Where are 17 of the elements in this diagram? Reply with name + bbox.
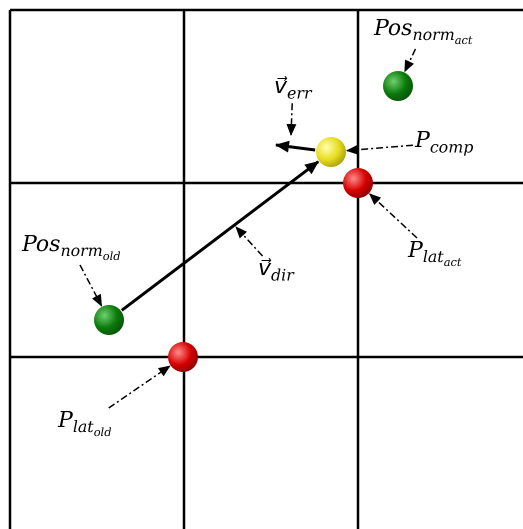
math-label: v⃗$_{dir}$ (258, 258, 294, 284)
leader-line (108, 365, 171, 409)
leader-line (404, 48, 416, 72)
leader-line (368, 193, 418, 239)
math-label: v⃗$_{err}$ (274, 76, 312, 102)
ball-marker (343, 168, 373, 198)
ball-marker (316, 137, 346, 167)
leader-line (346, 144, 414, 155)
leader-line (286, 103, 296, 136)
ball-marker (94, 305, 124, 335)
leader-line (79, 264, 102, 307)
leader-line (235, 226, 264, 256)
math-label: P$_{comp}$ (415, 130, 474, 156)
vector-arrow (275, 140, 316, 153)
ball-marker (168, 342, 198, 372)
vector-arrow (120, 160, 320, 312)
ball-marker (383, 71, 413, 101)
